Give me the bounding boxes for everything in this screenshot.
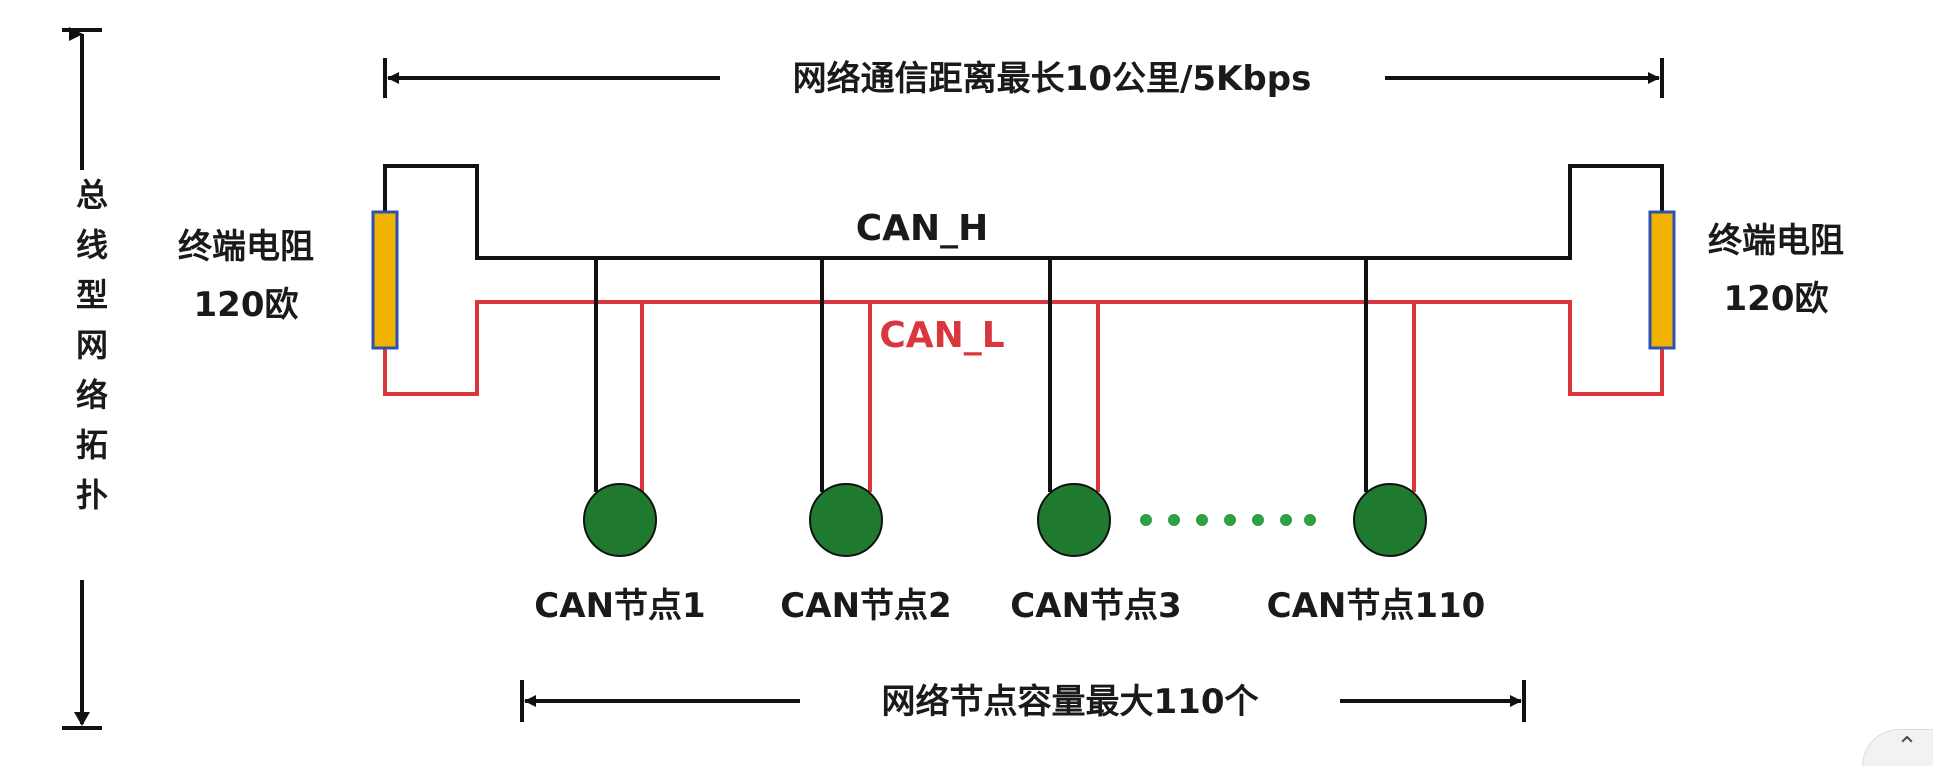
node-110-label: CAN节点110 xyxy=(1267,586,1486,626)
terminator-left: 终端电阻 120欧 xyxy=(178,210,399,350)
node-110-circle-icon xyxy=(1353,483,1427,557)
ellipsis-dot xyxy=(1280,514,1292,526)
ellipsis-dot xyxy=(1304,514,1316,526)
topology-vertical-indicator: 总线型网络拓扑 xyxy=(62,27,108,730)
topology-vertical-char: 扑 xyxy=(76,476,108,514)
topology-vertical-char: 总 xyxy=(76,176,108,214)
ellipsis-dot xyxy=(1196,514,1208,526)
topology-vertical-char: 网 xyxy=(76,326,108,364)
ellipsis-dot xyxy=(1140,514,1152,526)
chevron-up-icon: ⌃ xyxy=(1896,732,1918,762)
terminator-right-value: 120欧 xyxy=(1724,279,1829,319)
ellipsis-dots xyxy=(1140,514,1316,526)
vertical-arrow-down xyxy=(74,712,90,726)
can-l-line xyxy=(383,300,1664,396)
topology-vertical-char: 拓 xyxy=(76,426,108,464)
topology-vertical-label: 总线型网络拓扑 xyxy=(76,176,108,514)
terminator-left-value: 120欧 xyxy=(194,285,299,325)
can-node-110: CAN节点110 xyxy=(1267,258,1486,626)
resistor-left-icon xyxy=(371,210,399,350)
capacity-span-label: 网络节点容量最大110个 xyxy=(882,682,1259,722)
topology-vertical-char: 络 xyxy=(76,376,108,414)
resistor-right-icon xyxy=(1648,210,1676,350)
terminator-left-title: 终端电阻 xyxy=(178,227,314,267)
ellipsis-dot xyxy=(1224,514,1236,526)
can-node-1: CAN节点1 xyxy=(534,258,706,626)
can-node-3: CAN节点3 xyxy=(1010,258,1182,626)
capacity-span-indicator: 网络节点容量最大110个 xyxy=(520,680,1526,722)
can-l-bus: CAN_L xyxy=(383,300,1664,396)
ellipsis-dot xyxy=(1168,514,1180,526)
terminator-right-title: 终端电阻 xyxy=(1708,221,1844,261)
can-h-bus: CAN_H xyxy=(383,164,1664,260)
topology-vertical-char: 线 xyxy=(76,226,108,264)
distance-span-indicator: 网络通信距离最长10公里/5Kbps xyxy=(383,58,1664,99)
node-3-label: CAN节点3 xyxy=(1010,586,1181,626)
ellipsis-dot xyxy=(1252,514,1264,526)
can-l-label: CAN_L xyxy=(879,315,1004,356)
node-1-label: CAN节点1 xyxy=(534,586,705,626)
node-1-circle-icon xyxy=(583,483,657,557)
can-h-label: CAN_H xyxy=(856,208,989,249)
terminator-right: 终端电阻 120欧 xyxy=(1648,210,1844,350)
can-node-2: CAN节点2 xyxy=(780,258,952,626)
node-2-label: CAN节点2 xyxy=(780,586,951,626)
node-2-circle-icon xyxy=(809,483,883,557)
node-3-circle-icon xyxy=(1037,483,1111,557)
distance-span-label: 网络通信距离最长10公里/5Kbps xyxy=(793,59,1312,99)
can-h-line xyxy=(383,164,1664,260)
topology-vertical-char: 型 xyxy=(76,276,108,314)
